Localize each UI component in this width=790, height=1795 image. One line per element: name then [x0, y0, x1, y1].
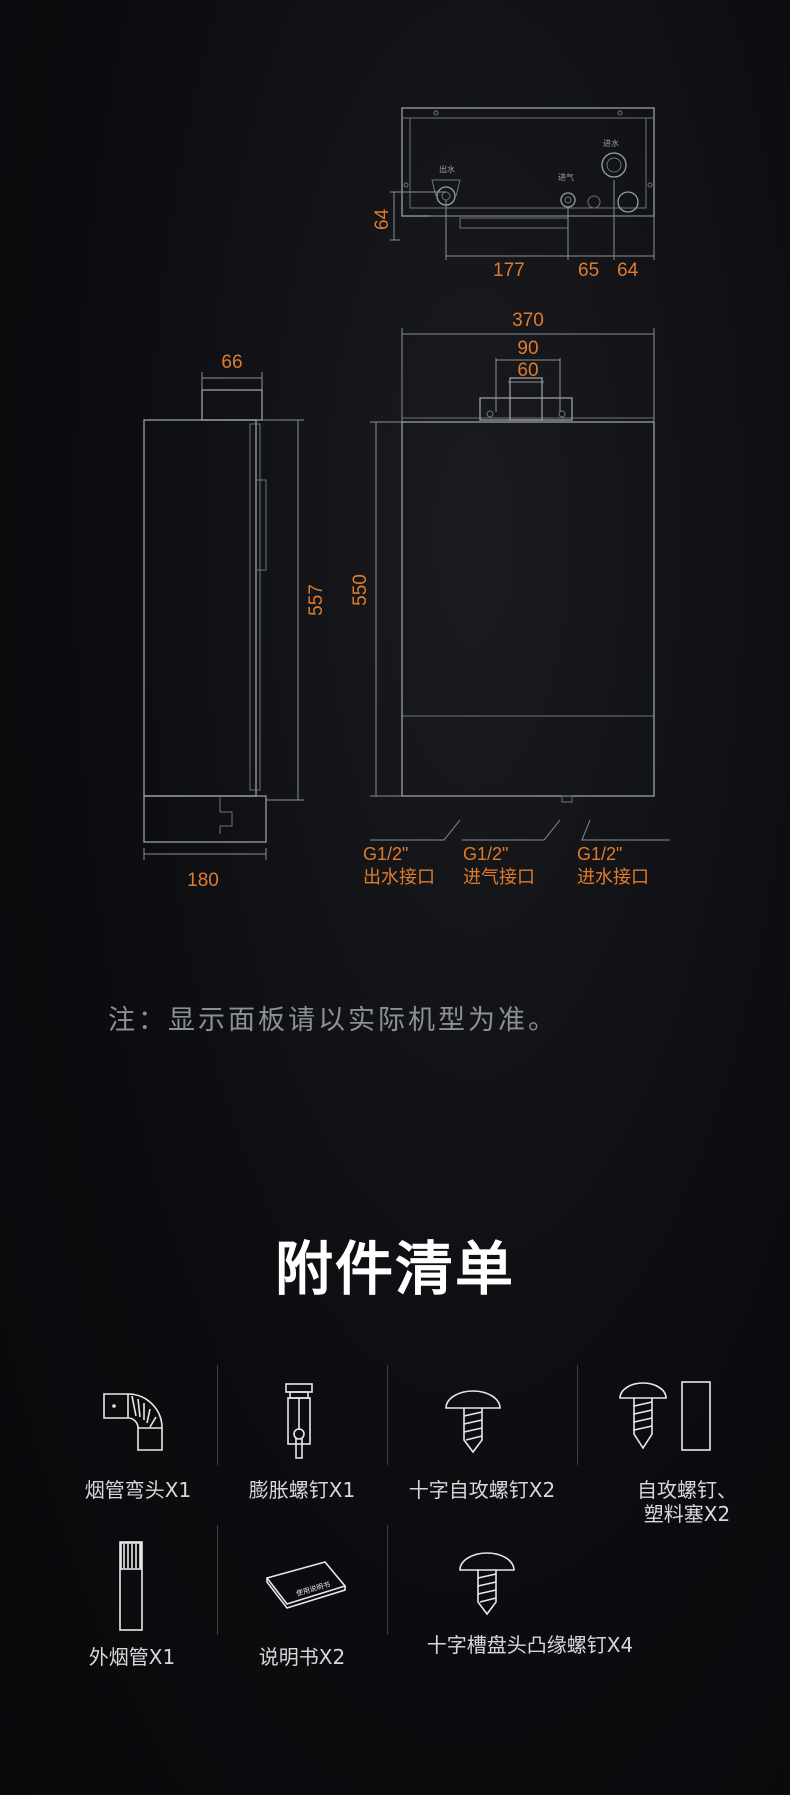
svg-text:出水: 出水 — [439, 164, 455, 174]
dim-top-64-left: 64 — [372, 208, 393, 230]
divider — [217, 1525, 218, 1635]
svg-text:进水: 进水 — [603, 138, 619, 148]
connector-gas-spec: G1/2" — [463, 844, 509, 864]
connector-gas: G1/2" 进气接口 — [463, 842, 535, 890]
accessory-label-elbow: 烟管弯头X1 — [84, 1478, 192, 1502]
svg-text:进气: 进气 — [558, 172, 574, 182]
connector-outlet-spec: G1/2" — [363, 844, 409, 864]
screw-icon — [444, 1388, 502, 1454]
connector-inlet-spec: G1/2" — [577, 844, 623, 864]
connector-inlet: G1/2" 进水接口 — [577, 842, 649, 890]
accessory-label-pan-head-screw: 十字槽盘头凸缘螺钉X4 — [426, 1633, 634, 1657]
divider — [387, 1525, 388, 1635]
top-view-diagram: 出水 进气 进水 64 177 65 64 — [372, 107, 655, 281]
pan-head-screw-icon — [458, 1550, 516, 1616]
screw-plug-icon — [618, 1380, 738, 1452]
accessory-label-screw-plug-line1: 自攻螺钉、 — [637, 1478, 737, 1502]
dim-front-60: 60 — [517, 360, 538, 381]
divider — [217, 1365, 218, 1465]
accessory-label-manual: 说明书X2 — [258, 1645, 346, 1669]
dim-top-177: 177 — [493, 260, 525, 281]
divider — [577, 1365, 578, 1465]
manual-icon: 使用说明书 — [263, 1560, 349, 1610]
divider — [387, 1365, 388, 1465]
connector-gas-name: 进气接口 — [463, 867, 535, 888]
front-view-diagram: 370 90 60 550 — [350, 310, 670, 841]
dim-top-65: 65 — [578, 260, 599, 281]
connector-inlet-name: 进水接口 — [577, 867, 649, 888]
dim-side-557: 557 — [306, 584, 327, 616]
display-panel-note: 注：显示面板请以实际机型为准。 — [108, 1005, 558, 1036]
accessory-label-screw-plug: 自攻螺钉、 塑料塞X2 — [592, 1478, 782, 1526]
flue-pipe-icon — [118, 1540, 144, 1632]
dim-side-66: 66 — [221, 352, 242, 373]
accessory-label-flue-pipe: 外烟管X1 — [88, 1645, 176, 1669]
connector-outlet-name: 出水接口 — [363, 867, 435, 888]
dim-front-90: 90 — [517, 338, 538, 359]
connector-outlet: G1/2" 出水接口 — [363, 842, 435, 890]
accessories-title: 附件清单 — [274, 1235, 515, 1303]
side-view-diagram: 66 557 180 — [143, 352, 327, 891]
dim-side-180: 180 — [187, 870, 219, 891]
elbow-pipe-icon — [102, 1390, 164, 1452]
dim-front-370: 370 — [512, 310, 544, 331]
dim-top-64-right: 64 — [617, 260, 639, 281]
dim-front-550: 550 — [350, 574, 371, 606]
accessory-label-expansion-bolt: 膨胀螺钉X1 — [248, 1478, 356, 1502]
accessory-label-cross-screw: 十字自攻螺钉X2 — [408, 1478, 556, 1502]
expansion-bolt-icon — [282, 1382, 316, 1462]
accessory-label-screw-plug-line2: 塑料塞X2 — [643, 1502, 731, 1526]
